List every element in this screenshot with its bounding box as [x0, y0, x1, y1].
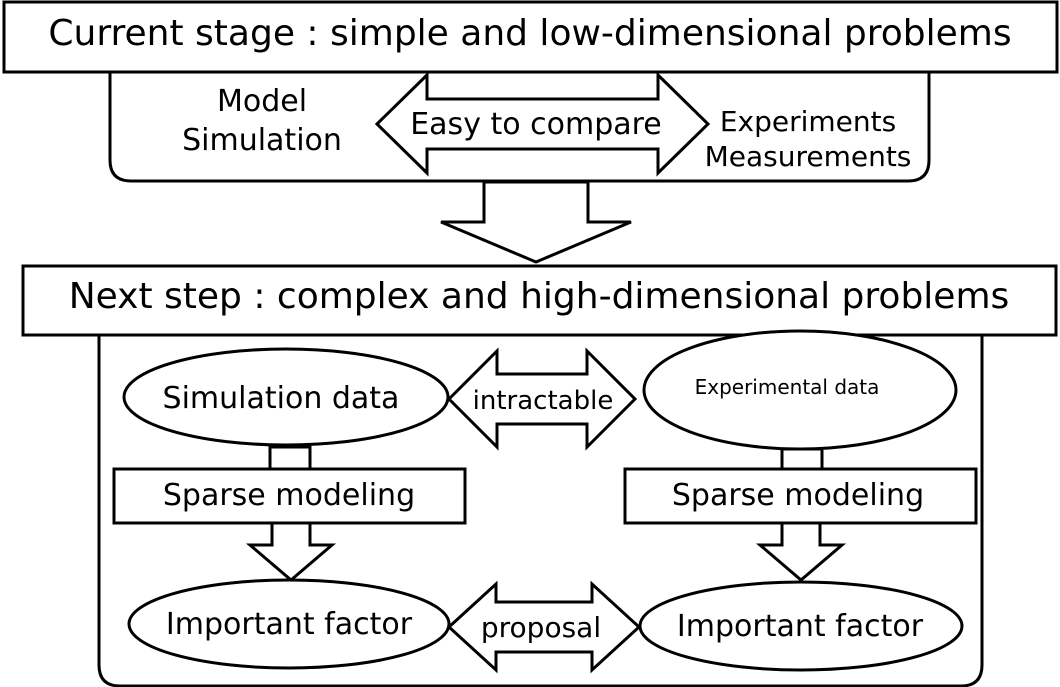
easy-compare-arrow [374, 71, 711, 177]
proposal-label: proposal [481, 611, 601, 644]
right-connector-stem [780, 447, 824, 471]
left-down-arrow [245, 521, 337, 582]
next-step-title: Next step : complex and high-dimensional… [69, 276, 1010, 317]
right-important-factor-label: Important factor [677, 609, 924, 644]
right-down-arrow [755, 521, 847, 582]
measurements-label: Measurements [705, 140, 912, 173]
simulation-label: Simulation [182, 123, 342, 158]
model-label: Model [217, 84, 307, 119]
intractable-arrow [446, 347, 638, 451]
simulation-data-label: Simulation data [163, 381, 400, 416]
left-sparse-modeling-box [112, 467, 467, 525]
simulation-data-ellipse [122, 347, 450, 447]
right-sparse-modeling-box [623, 467, 978, 525]
right-sparse-modeling-label: Sparse modeling [672, 478, 924, 513]
easy-compare-label: Easy to compare [410, 107, 662, 142]
intractable-label: intractable [473, 386, 614, 416]
left-connector-stem [268, 445, 312, 471]
experiments-label: Experiments [720, 105, 896, 138]
left-important-factor-label: Important factor [166, 607, 413, 642]
left-important-factor-ellipse [127, 578, 451, 670]
proposal-arrow [446, 580, 642, 674]
current-stage-title: Current stage : simple and low-dimension… [48, 13, 1011, 54]
current-stage-title-box [2, 0, 1059, 74]
next-step-title-box [21, 264, 1058, 337]
experimental-data-label: Experimental data [695, 375, 880, 399]
transition-down-arrow [440, 180, 632, 264]
left-sparse-modeling-label: Sparse modeling [163, 478, 415, 513]
